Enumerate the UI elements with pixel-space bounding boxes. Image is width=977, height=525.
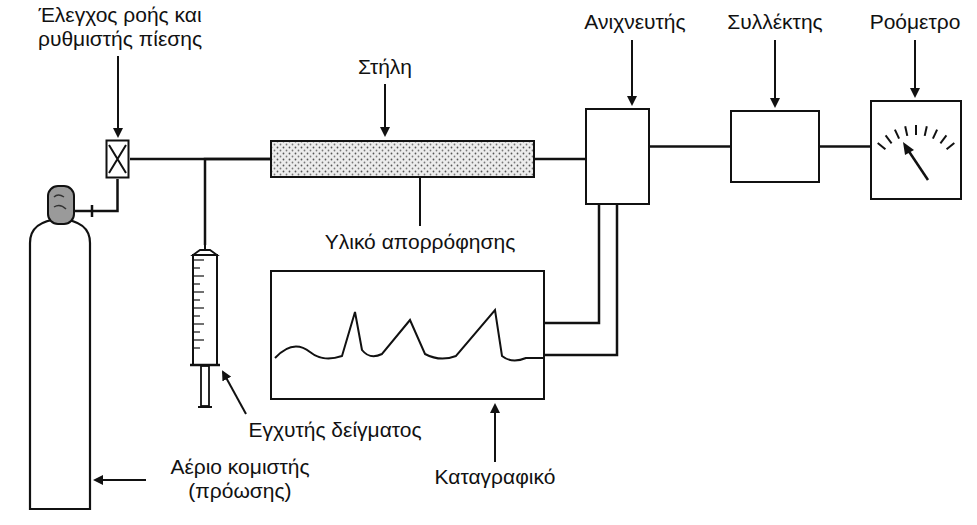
part-label: Ανιχνευτής [560, 10, 710, 34]
shape-part [194, 283, 200, 284]
shape-part [903, 142, 914, 155]
sample-injector-outline [190, 245, 220, 410]
shape-part [194, 307, 204, 308]
leader-arrow [117, 56, 119, 136]
shape-part [194, 331, 200, 332]
material-label: Υλικό απορρόφησης [290, 230, 550, 254]
part-label: Συλλέκτης [705, 10, 845, 34]
shape-part [30, 219, 90, 509]
shape-part [271, 271, 544, 399]
leader-arrow [774, 40, 776, 106]
part-label: Καταγραφικό [405, 465, 585, 489]
pipe-line [535, 158, 585, 161]
pipe-line [650, 145, 730, 148]
shape-part [731, 111, 819, 182]
part-label: Έλεγχος ροής και ρυθμιστής πίεσης [15, 3, 225, 51]
shape-part [272, 142, 533, 176]
gas-cylinder: Αέριο κομιστής (πρόωσης) [28, 183, 100, 513]
pipe-line [820, 145, 870, 148]
shape-part [194, 275, 204, 276]
gas-cylinder-outline [28, 183, 100, 513]
shape-part [871, 101, 961, 199]
pipe-line [205, 159, 270, 245]
leader-arrow [914, 40, 916, 96]
shape-part [194, 347, 200, 348]
shape-part [915, 125, 917, 135]
flow-valve: Έλεγχος ροής και ρυθμιστής πίεσης [105, 139, 130, 179]
shape-part [193, 255, 217, 365]
collector-box-outline [730, 110, 820, 183]
collector-box: Συλλέκτης [730, 110, 820, 183]
shape-part [878, 143, 886, 149]
pipe-line [545, 205, 617, 355]
shape-part [109, 145, 126, 173]
shape-part [194, 315, 200, 316]
leader-arrow [631, 40, 633, 104]
shape-part [201, 366, 209, 406]
shape-part [198, 406, 212, 408]
flowmeter-gauge: Ροόμετρο [870, 100, 962, 200]
shape-part [947, 143, 955, 149]
sample-injector: Εγχυτής δείγματος [190, 245, 220, 410]
leader-arrow [223, 372, 246, 414]
shape-part [908, 150, 928, 180]
flow-valve-outline [105, 139, 130, 179]
shape-part [54, 195, 66, 209]
shape-part [940, 135, 946, 143]
shape-part [74, 210, 100, 213]
part-label: Στήλη [325, 55, 445, 79]
shape-part [194, 339, 204, 340]
part-label: Αέριο κομιστής (πρόωσης) [150, 455, 330, 503]
chromatography-column: Στήλη [270, 140, 535, 178]
shape-part [48, 186, 74, 224]
shape-part [933, 130, 937, 139]
flowmeter-gauge-outline [870, 100, 962, 200]
chart-recorder: Καταγραφικό [270, 270, 545, 400]
shape-part [905, 126, 907, 136]
shape-part [895, 130, 899, 139]
shape-part [886, 135, 892, 143]
shape-part [194, 267, 200, 268]
detector-box: Ανιχνευτής [585, 108, 650, 205]
leader-arrow [384, 84, 386, 135]
shape-part [91, 205, 94, 217]
leader-arrow [95, 479, 146, 481]
chromatography-column-outline [270, 140, 535, 178]
shape-part [925, 126, 927, 136]
shape-part [586, 109, 649, 204]
detector-box-outline [585, 108, 650, 205]
leader-arrow [494, 405, 496, 462]
part-label: Ροόμετρο [858, 10, 972, 34]
leader-arrow [419, 170, 421, 226]
pipe-line [100, 179, 118, 211]
shape-part [275, 310, 544, 361]
shape-part [194, 299, 200, 300]
shape-part [194, 259, 204, 260]
shape-part [194, 291, 204, 292]
shape-part [271, 141, 534, 177]
shape-part [107, 141, 129, 178]
chart-recorder-outline [270, 270, 545, 400]
shape-part [194, 323, 204, 324]
part-label: Εγχυτής δείγματος [215, 418, 455, 442]
